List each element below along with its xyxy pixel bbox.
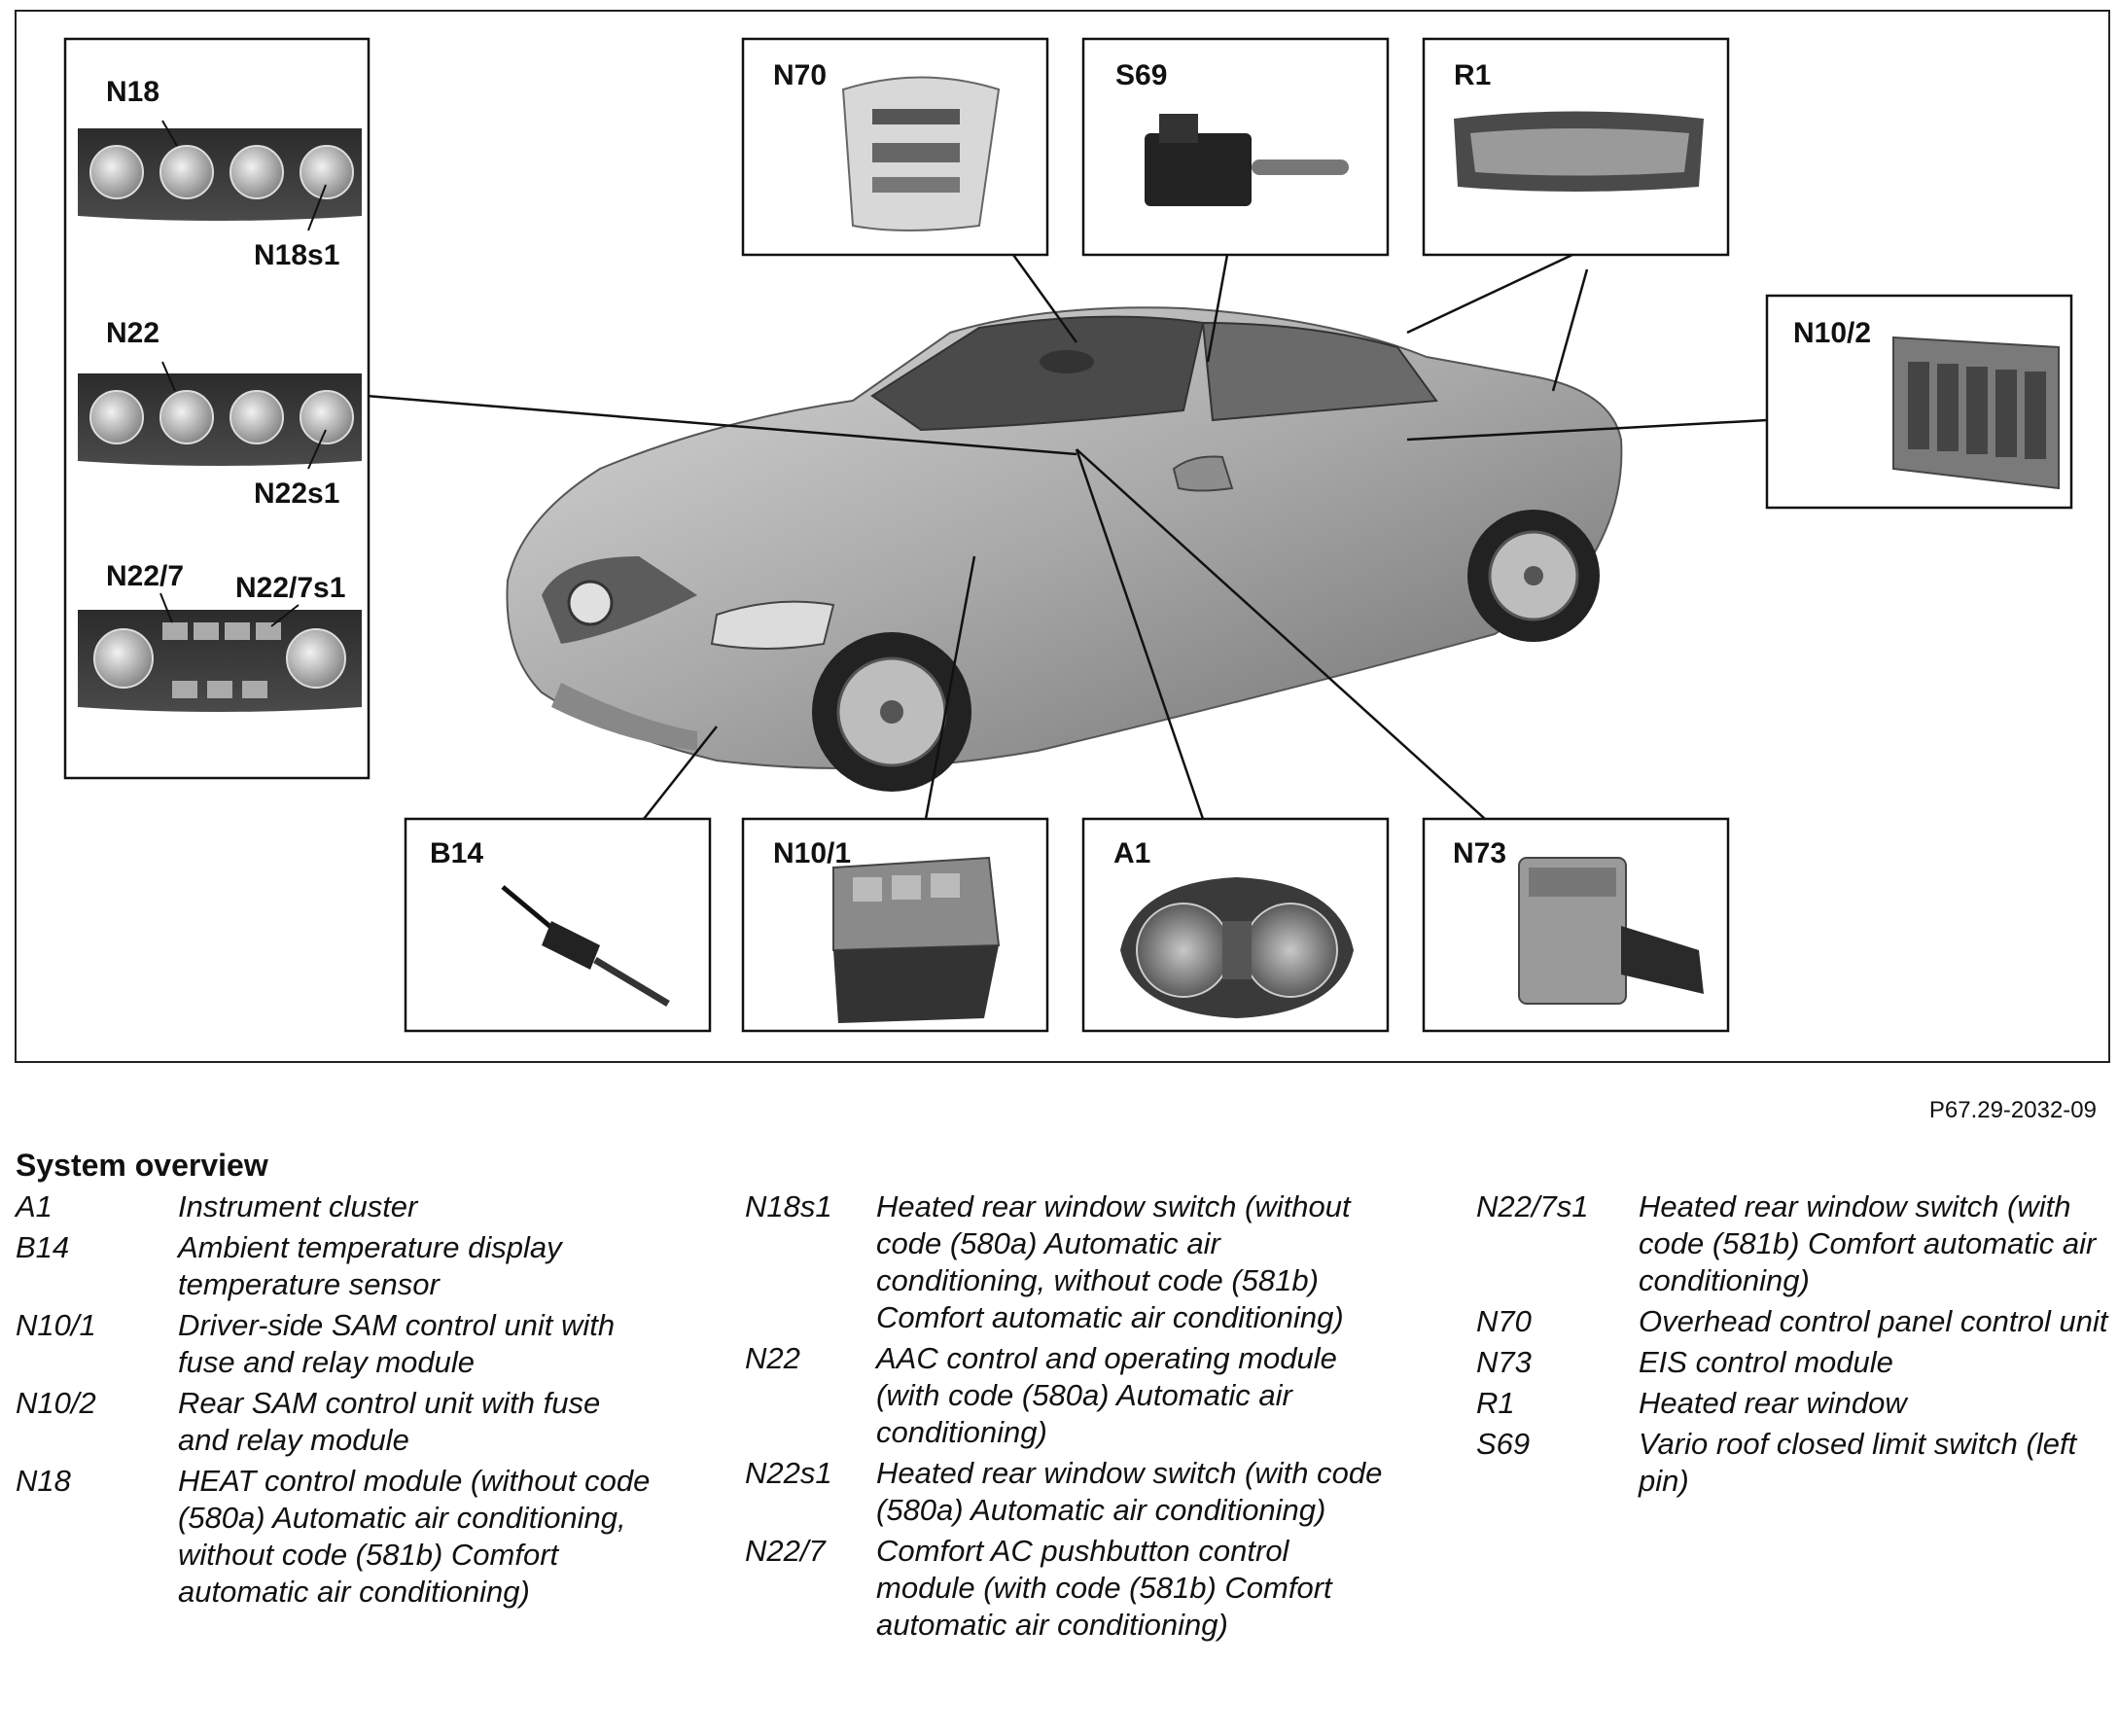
legend-description: Heated rear window switch (with code (58… — [876, 1456, 1383, 1527]
legend-row: N22s1 Heated rear window switch (with cod… — [745, 1455, 1387, 1529]
n22-7-component — [78, 592, 362, 712]
legend-description: Vario roof closed limit switch (left pin… — [1639, 1427, 2077, 1498]
n18-component — [78, 120, 362, 231]
legend-row: N22 AAC control and operating module (wit… — [745, 1340, 1387, 1451]
n22-component — [78, 361, 362, 470]
legend-description: Instrument cluster — [178, 1189, 418, 1223]
leader-lines — [366, 253, 1768, 820]
legend-column-3: N22/7s1 Heated rear window switch (with c… — [1476, 1188, 2108, 1504]
legend-code: N22/7s1 — [1476, 1189, 1589, 1223]
figure-reference-code: P67.29-2032-09 — [1928, 1097, 2097, 1123]
legend-column-2: N18s1 Heated rear window switch (without … — [745, 1188, 1387, 1647]
legend-code: N73 — [1476, 1345, 1532, 1379]
legend-code: N10/2 — [16, 1386, 96, 1420]
legend-code: N18s1 — [745, 1189, 832, 1223]
legend-description: Heated rear window switch (with code (58… — [1639, 1189, 2097, 1297]
label-n18: N18 — [106, 76, 159, 108]
legend-row: N22/7s1 Heated rear window switch (with c… — [1476, 1188, 2108, 1299]
legend-code: N10/1 — [16, 1308, 96, 1342]
diagram-canvas: N18 N18s1 N22 N22s1 N22/7 N22/7s1 N70 — [63, 37, 2073, 1033]
r1-component — [1454, 111, 1704, 192]
legend-row: N10/2 Rear SAM control unit with fuse and… — [16, 1385, 657, 1459]
label-s69: S69 — [1115, 59, 1167, 91]
legend-code: N22s1 — [745, 1456, 832, 1490]
legend-row: N22/7 Comfort AC pushbutton control modul… — [745, 1533, 1387, 1644]
legend-row: N18 HEAT control module (without code (58… — [16, 1463, 657, 1611]
n70-component — [841, 76, 1001, 231]
label-n22: N22 — [106, 317, 159, 349]
legend-code: N22 — [745, 1341, 800, 1375]
legend-description: Ambient temperature display temperature … — [178, 1230, 562, 1301]
legend-row: B14 Ambient temperature display temperatu… — [16, 1229, 657, 1303]
label-n22-7s1: N22/7s1 — [235, 572, 345, 604]
legend-row: R1 Heated rear window — [1476, 1385, 2108, 1422]
legend-description: HEAT control module (without code (580a)… — [178, 1464, 651, 1609]
legend-code: B14 — [16, 1230, 70, 1264]
legend-description: EIS control module — [1639, 1345, 1893, 1379]
legend-code: R1 — [1476, 1386, 1515, 1420]
n10-2-component — [1892, 336, 2060, 490]
legend-code: N18 — [16, 1464, 71, 1498]
label-a1: A1 — [1113, 837, 1150, 869]
n73-component — [1518, 857, 1704, 1005]
legend-row: N10/1 Driver-side SAM control unit with f… — [16, 1307, 657, 1381]
label-n73: N73 — [1453, 837, 1506, 869]
label-n22-7: N22/7 — [106, 560, 184, 592]
label-n10-1: N10/1 — [773, 837, 851, 869]
b14-component — [501, 885, 670, 1008]
car-illustration — [506, 306, 1623, 792]
legend-row: A1 Instrument cluster — [16, 1188, 657, 1225]
legend-description: AAC control and operating module (with c… — [876, 1341, 1337, 1449]
legend-description: Driver-side SAM control unit with fuse a… — [178, 1308, 616, 1379]
legend-row: N70 Overhead control panel control unit — [1476, 1303, 2108, 1340]
legend-code: N22/7 — [745, 1534, 826, 1568]
system-diagram-figure: N18 N18s1 N22 N22s1 N22/7 N22/7s1 N70 — [15, 10, 2110, 1063]
legend-row: N73 EIS control module — [1476, 1344, 2108, 1381]
legend-code: N70 — [1476, 1304, 1532, 1338]
s69-component — [1145, 114, 1349, 206]
label-n22s1: N22s1 — [254, 478, 339, 510]
legend-row: N18s1 Heated rear window switch (without … — [745, 1188, 1387, 1336]
legend-description: Rear SAM control unit with fuse and rela… — [178, 1386, 601, 1457]
legend-description: Overhead control panel control unit — [1639, 1304, 2108, 1338]
label-n18s1: N18s1 — [254, 239, 339, 271]
legend-row: S69 Vario roof closed limit switch (left … — [1476, 1426, 2108, 1500]
label-n10-2: N10/2 — [1793, 317, 1871, 349]
n10-1-component — [832, 856, 1001, 1023]
a1-component — [1120, 877, 1354, 1018]
label-n70: N70 — [773, 59, 827, 91]
label-r1: R1 — [1454, 59, 1491, 91]
legend-description: Comfort AC pushbutton control module (wi… — [876, 1534, 1332, 1642]
overview-title: System overview — [16, 1148, 268, 1183]
label-b14: B14 — [430, 837, 483, 869]
legend-description: Heated rear window — [1639, 1386, 1907, 1420]
legend-code: S69 — [1476, 1427, 1531, 1461]
legend-code: A1 — [16, 1189, 53, 1223]
legend-description: Heated rear window switch (without code … — [876, 1189, 1351, 1334]
